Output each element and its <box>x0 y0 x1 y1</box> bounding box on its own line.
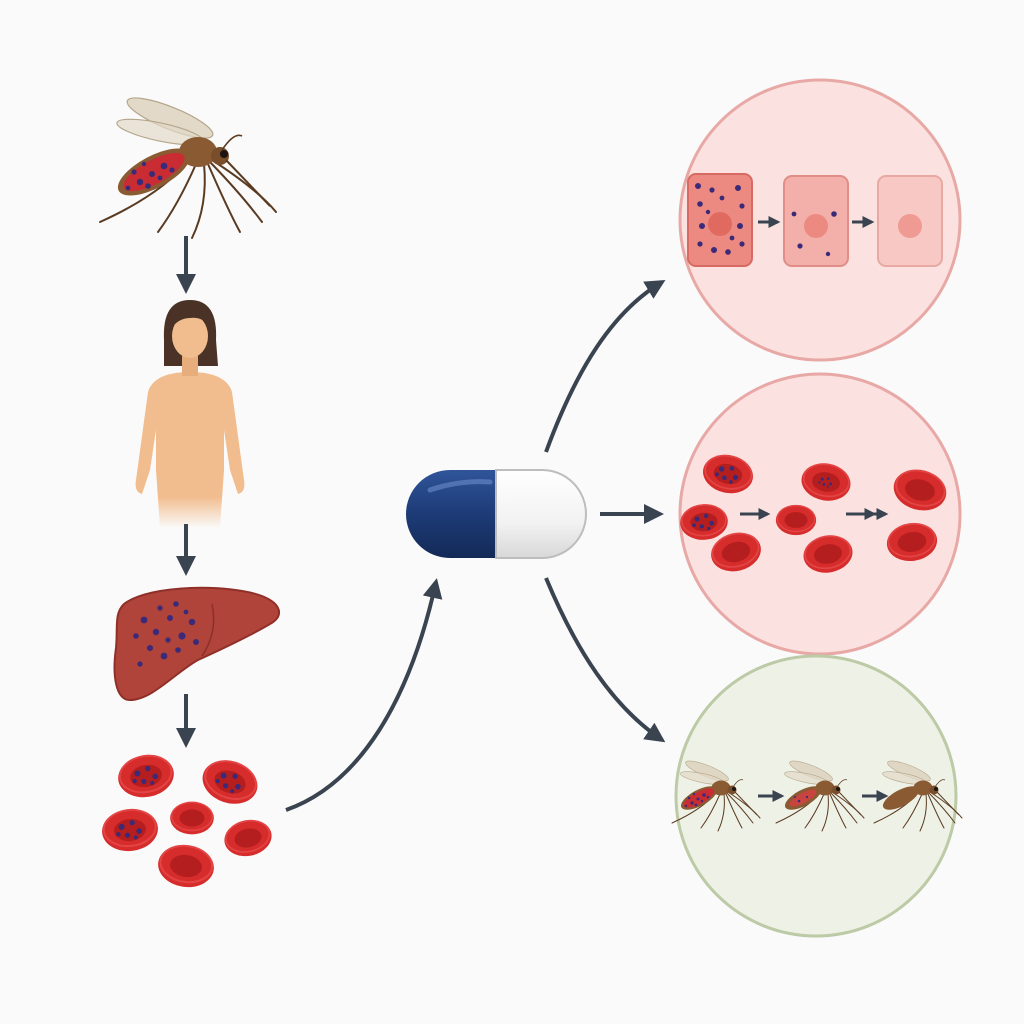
infected-red-blood-cells <box>98 749 276 892</box>
arrow-capsule-to-liver-panel <box>544 279 666 453</box>
cleared-cell <box>877 175 943 267</box>
human-figure <box>135 300 245 528</box>
infected-mosquito <box>99 89 277 239</box>
blood-stage-clearance-panel <box>678 372 962 656</box>
arrow-blood-to-capsule <box>285 578 443 812</box>
partially-cleared-cell <box>783 175 849 267</box>
medication-capsule <box>406 469 587 559</box>
heavily-infected-cell <box>687 173 753 267</box>
transmission-blocking-panel <box>671 654 963 938</box>
liver-stage-clearance-panel <box>678 78 962 362</box>
infected-liver <box>113 586 280 702</box>
arrow-capsule-to-mosquito-panel <box>544 577 666 743</box>
